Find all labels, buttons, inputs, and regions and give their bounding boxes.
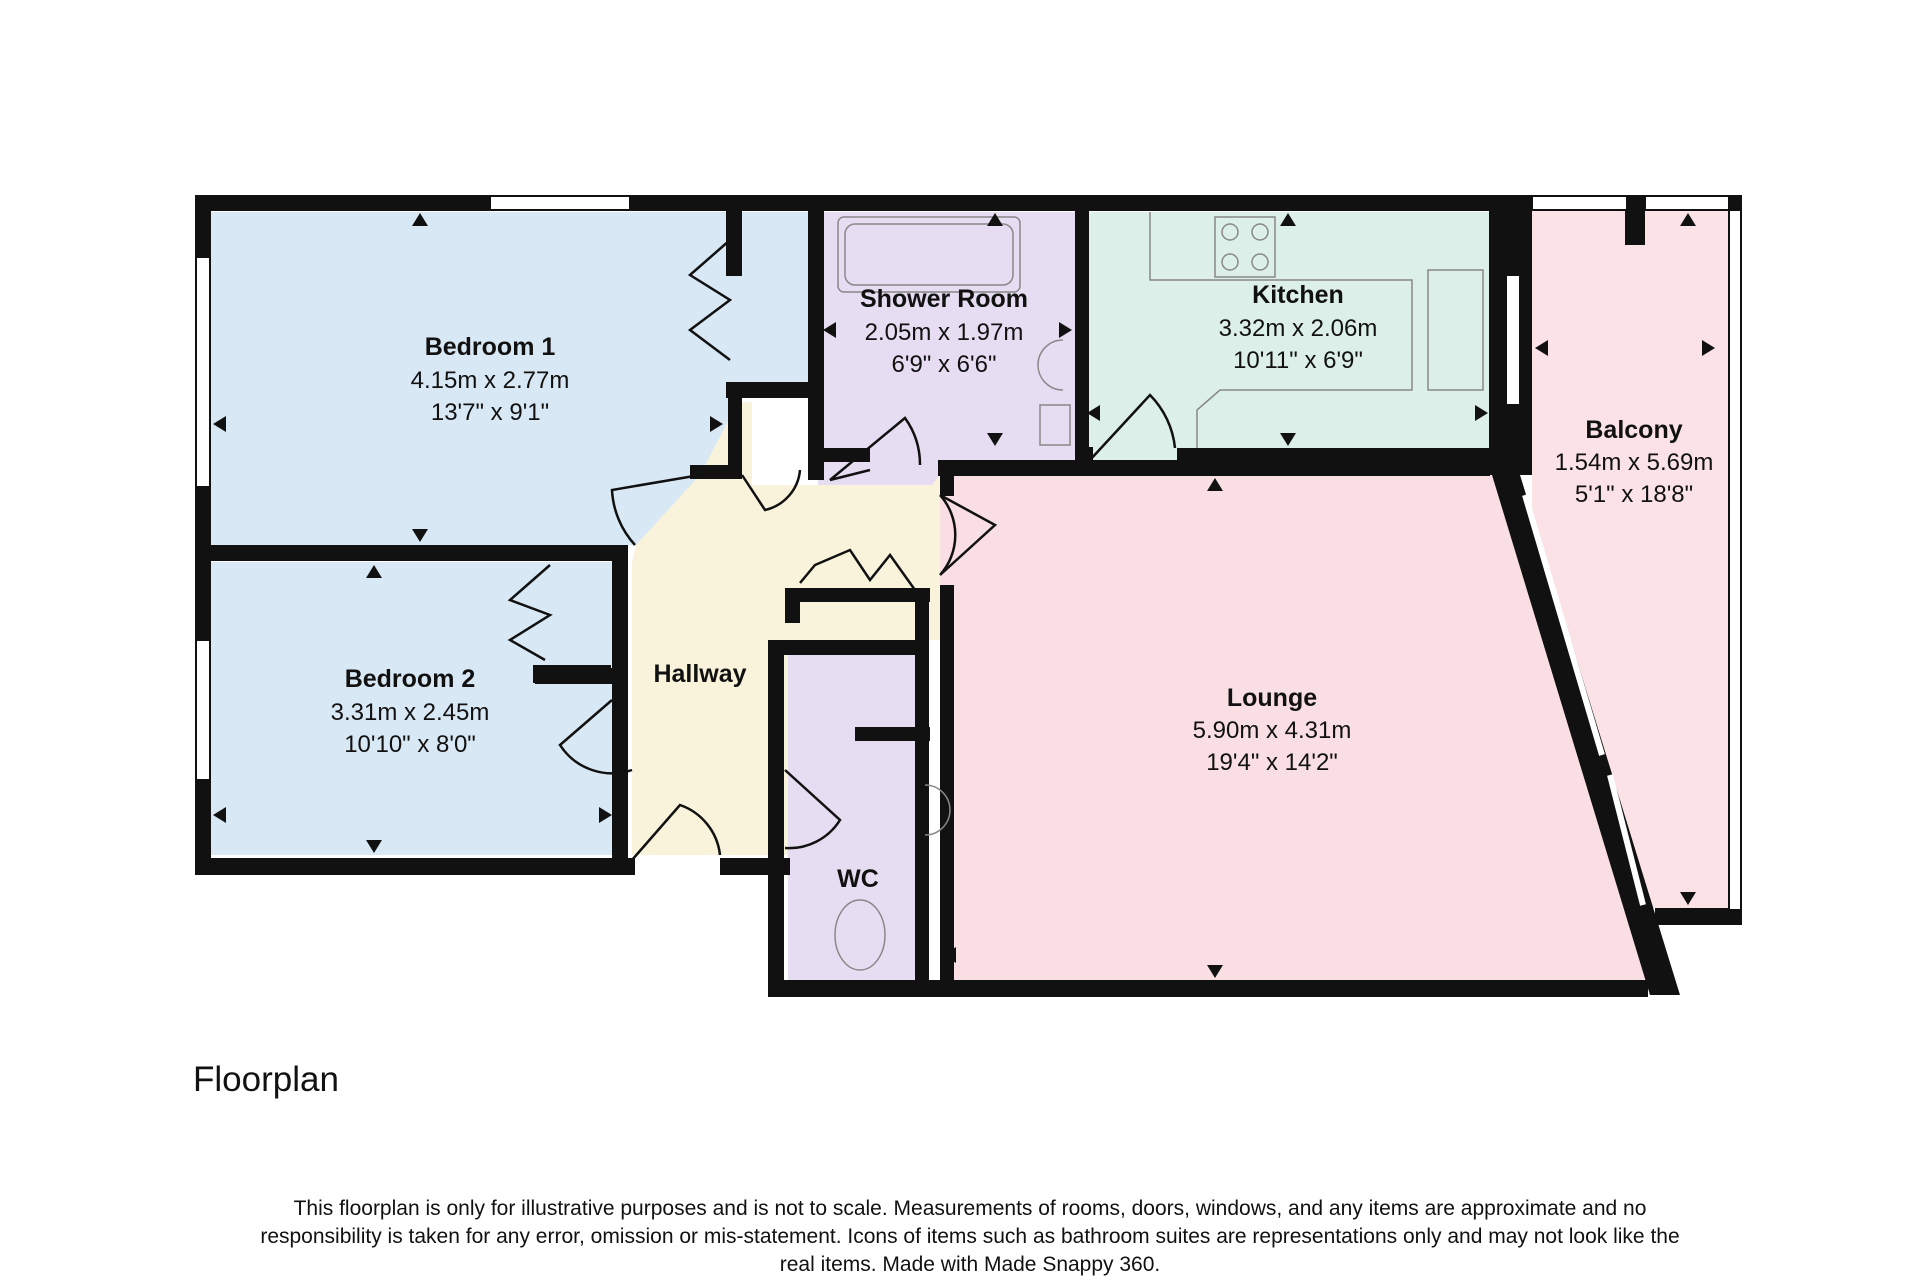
wc-basin-icon xyxy=(924,784,951,836)
shower-room-fill xyxy=(818,212,1075,487)
lounge-metric: 5.90m x 4.31m xyxy=(1193,717,1352,744)
wardrobe-fill xyxy=(742,212,808,382)
doors xyxy=(507,239,1177,861)
worktop xyxy=(1149,212,1413,448)
dimension-markers xyxy=(213,213,1715,978)
bedroom2-metric: 3.31m x 2.45m xyxy=(331,699,490,726)
balcony-metric: 1.54m x 5.69m xyxy=(1555,449,1714,476)
wc-name: WC xyxy=(837,865,879,893)
toilet-icon xyxy=(1039,404,1071,446)
basin-icon xyxy=(1037,339,1064,391)
hallway-fill xyxy=(632,402,940,855)
bath-icon xyxy=(837,216,1021,293)
balcony-name: Balcony xyxy=(1585,416,1682,444)
kitchen-name: Kitchen xyxy=(1252,281,1344,309)
kitchen-metric: 3.32m x 2.06m xyxy=(1219,315,1378,342)
lounge-window-line-2 xyxy=(1607,774,1646,906)
bedroom2-fill xyxy=(210,562,618,855)
disclaimer-text: This floorplan is only for illustrative … xyxy=(260,1197,1680,1276)
sink-icon xyxy=(1427,269,1484,391)
lounge-imperial: 19'4" x 14'2" xyxy=(1206,749,1338,776)
shower-room-metric: 2.05m x 1.97m xyxy=(865,319,1024,346)
hallway-name: Hallway xyxy=(653,660,746,688)
windows xyxy=(195,195,1742,911)
bedroom1-imperial: 13'7" x 9'1" xyxy=(431,399,549,426)
hob-icon xyxy=(1214,216,1276,278)
kitchen-fill xyxy=(1085,212,1489,464)
kitchen-imperial: 10'11" x 6'9" xyxy=(1233,347,1363,374)
floorplan-title: Floorplan xyxy=(193,1060,339,1099)
wc-toilet-icon xyxy=(834,899,886,971)
bedroom2-imperial: 10'10" x 8'0" xyxy=(344,731,476,758)
fixtures xyxy=(834,212,1484,971)
wc-fill xyxy=(788,655,928,985)
balcony-imperial: 5'1" x 18'8" xyxy=(1575,481,1693,508)
lounge-window-line xyxy=(1522,494,1605,756)
bedroom1-fill xyxy=(210,212,742,545)
shower-room-name: Shower Room xyxy=(860,285,1028,313)
lounge-name: Lounge xyxy=(1227,684,1317,712)
bedroom1-metric: 4.15m x 2.77m xyxy=(411,367,570,394)
lounge-fill xyxy=(940,475,1648,985)
bedroom1-name: Bedroom 1 xyxy=(425,333,556,361)
bedroom2-name: Bedroom 2 xyxy=(345,665,476,693)
shower-room-imperial: 6'9" x 6'6" xyxy=(892,351,997,378)
